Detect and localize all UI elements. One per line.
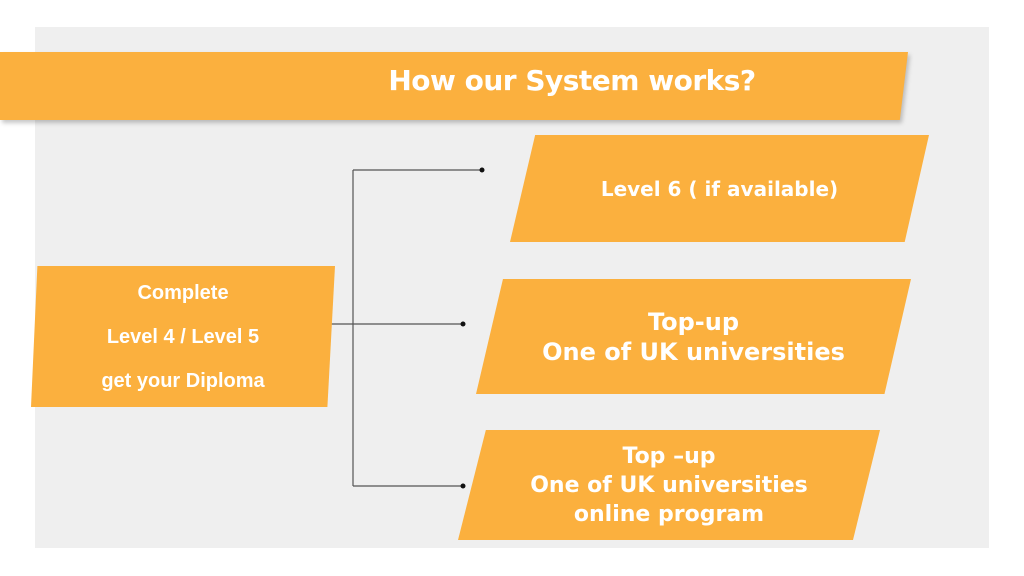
outcome-line: One of UK universities [530,472,808,498]
outcome-line: online program [573,501,765,527]
outcome-line: Top –up [622,443,716,469]
page-title: How our System works? [388,64,756,97]
outcome-line: One of UK universities [542,337,845,366]
source-box: Complete Level 4 / Level 5 get your Dipl… [31,266,335,407]
title-banner [0,52,908,120]
outcome-box-topup: Top-up One of UK universities [476,279,911,394]
title-banner-wrap [0,0,1024,140]
source-line: get your Diploma [101,369,265,392]
outcome-box-topup-online: Top –up One of UK universities online pr… [458,430,880,540]
outcome-box-level6: Level 6 ( if available) [510,135,929,242]
source-line: Complete [137,281,229,304]
outcome-line: Level 6 ( if available) [600,176,839,201]
source-line: Level 4 / Level 5 [106,325,260,348]
outcome-line: Top-up [647,307,740,336]
